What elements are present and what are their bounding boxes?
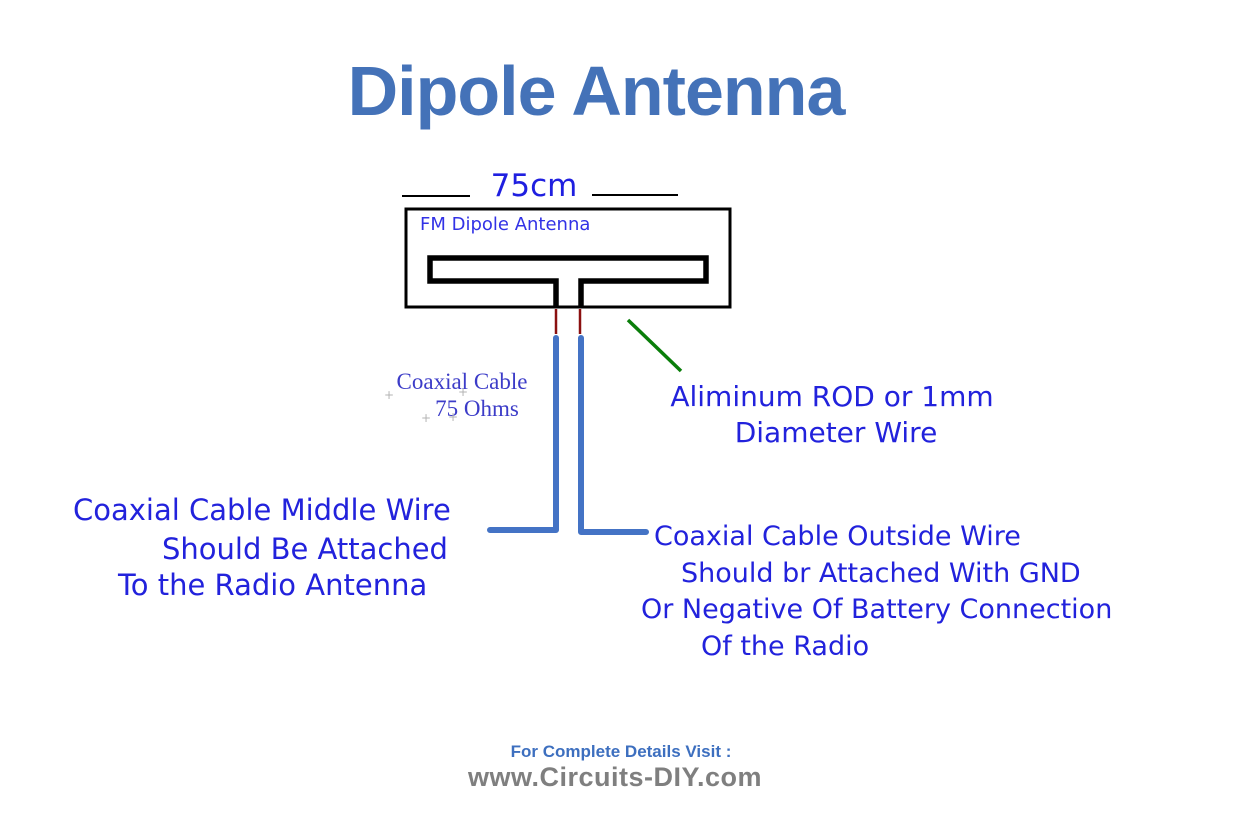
- middle-wire-note-line2: Should Be Attached: [162, 532, 448, 566]
- coax-cable-label-line2: 75 Ohms: [435, 396, 519, 421]
- outside-wire-note-line2: Should br Attached With GND: [681, 558, 1081, 589]
- outside-wire-note-line1: Coaxial Cable Outside Wire: [654, 521, 1021, 552]
- antenna-box-label: FM Dipole Antenna: [420, 214, 591, 235]
- plus-mark: +: [448, 410, 459, 424]
- middle-wire-note-line1: Coaxial Cable Middle Wire: [73, 493, 451, 527]
- rod-pointer-line: [626, 318, 683, 373]
- outside-wire-note-line4: Of the Radio: [701, 631, 870, 662]
- folded-dipole-element: [427, 255, 709, 307]
- antenna-outline-box: [404, 207, 732, 309]
- coax-middle-wire-line: [487, 335, 559, 533]
- plus-mark: +: [458, 385, 469, 399]
- footer-website: www.Circuits-DIY.com: [467, 762, 763, 792]
- footer-visit-text: For Complete Details Visit :: [510, 742, 732, 761]
- outside-wire-note-line3: Or Negative Of Battery Connection: [641, 594, 1113, 625]
- plus-mark: +: [421, 411, 432, 425]
- rod-note-line1: Aliminum ROD or 1mm: [670, 380, 994, 413]
- middle-wire-note-line3: To the Radio Antenna: [118, 568, 428, 602]
- rod-note-line2: Diameter Wire: [734, 416, 938, 449]
- coax-cable-label-line1: Coaxial Cable: [396, 369, 528, 394]
- coax-outside-wire-line: [578, 335, 649, 535]
- length-label: 75cm: [490, 168, 578, 204]
- page-title: Dipole Antenna: [347, 52, 846, 130]
- plus-mark: +: [384, 388, 395, 402]
